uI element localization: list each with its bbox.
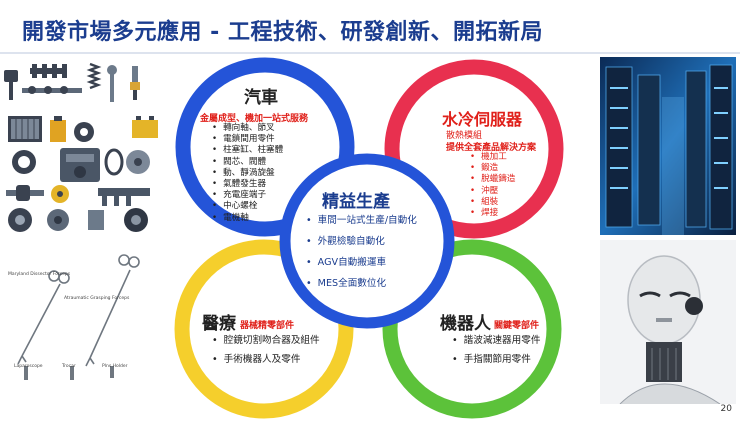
list-item: 鍛造 (470, 163, 515, 174)
list-item: 組裝 (470, 197, 515, 208)
list-item: 脫蠟鑄造 (470, 174, 515, 185)
robot-head-photo (600, 240, 736, 404)
list-item: 電鎖間用零件 (212, 134, 283, 145)
wheel-icon (8, 208, 32, 232)
fuel-can-icon (88, 210, 104, 230)
list-item: 腔鏡切割吻合器及組件 (212, 331, 320, 350)
surgical-instruments-illustration (17, 254, 140, 380)
page-number: 20 (720, 404, 732, 414)
instrument-label-4: Trocar (62, 364, 76, 369)
list-item: 焊接 (470, 208, 515, 219)
server-line2: 提供全套產品解決方案 (446, 143, 537, 153)
list-item: 手術機器人及零件 (212, 350, 320, 369)
wrench-icon (107, 65, 117, 102)
spring-icon (86, 62, 102, 90)
manifold-icon (98, 188, 150, 206)
bearing-icon (12, 150, 36, 174)
list-item: 外觀檢驗自動化 (306, 231, 417, 252)
trocar-icon (70, 366, 74, 380)
list-item: 機加工 (470, 152, 515, 163)
auto-items: 轉向軸、節叉 電鎖間用零件 柱塞缸、柱塞體 閥芯、閥體 動、靜渦旋盤 氣體發生器… (212, 123, 283, 224)
instrument-label-1: Maryland Dissector Forceps (8, 272, 71, 277)
robot-title: 機器人 (440, 314, 491, 334)
robot-subtitle: 關鍵零部件 (494, 321, 540, 331)
forceps-icon-2 (85, 254, 140, 367)
list-item: 氣體發生器 (212, 179, 283, 190)
list-item: 電機軸 (212, 213, 283, 224)
exhaust-icon (6, 185, 44, 201)
gear-icon (74, 122, 94, 142)
page-title: 開發市場多元應用 - 工程技術、研發創新、開拓新局 (22, 20, 543, 45)
radiator-icon (8, 116, 42, 142)
ring-auto (175, 57, 355, 237)
crankshaft-icon (30, 64, 67, 78)
tire-icon (124, 208, 148, 232)
server-line1: 散熱模組 (446, 131, 483, 141)
list-item: 充電座端子 (212, 190, 283, 201)
list-item: 諧波減速器用零件 (452, 331, 541, 350)
list-item: 沖壓 (470, 186, 515, 197)
auto-subtitle: 金屬成型、機加一站式服務 (200, 114, 309, 124)
lean-title: 精益生產 (322, 192, 390, 212)
engine-block-icon (60, 148, 100, 182)
medical-subtitle: 器械精零部件 (240, 321, 295, 331)
ring-server (384, 59, 564, 239)
list-item: 轉向軸、節叉 (212, 123, 283, 134)
list-item: 柱塞缸、柱塞體 (212, 145, 283, 156)
robot-items: 諧波減速器用零件 手指關節用零件 (452, 331, 541, 369)
server-title: 水冷伺服器 (442, 110, 523, 129)
laparoscope-icon (24, 366, 28, 380)
disc-brake-icon (126, 150, 150, 174)
oil-can-icon (50, 116, 66, 142)
clutch-icon (51, 185, 69, 203)
list-item: 閥芯、閥體 (212, 157, 283, 168)
medical-items: 腔鏡切割吻合器及組件 手術機器人及零件 (212, 331, 320, 369)
forceps-icon-1 (17, 270, 70, 365)
instrument-label-2: Atraumatic Grasping Forceps (64, 296, 130, 301)
list-item: MES全面數位化 (306, 273, 417, 294)
server-items: 機加工 鍛造 脫蠟鑄造 沖壓 組裝 焊接 (470, 152, 515, 219)
list-item: AGV自動搬運車 (306, 252, 417, 273)
ring-robot (382, 239, 562, 419)
list-item: 手指關節用零件 (452, 350, 540, 369)
camshaft-icon (22, 86, 82, 94)
piston-icon (4, 70, 18, 100)
belt-icon (104, 148, 124, 176)
pins-holder-icon (110, 366, 114, 378)
instrument-label-3: Laparoscope (14, 364, 43, 369)
list-item: 中心螺栓 (212, 201, 283, 212)
server-room-photo (600, 57, 736, 235)
list-item: 車間一站式生產/自動化 (306, 210, 417, 231)
lean-items: 車間一站式生產/自動化 外觀檢驗自動化 AGV自動搬運車 MES全面數位化 (306, 210, 417, 294)
medical-title: 醫療 (202, 314, 236, 334)
instrument-label-5: Plns Holder (102, 364, 128, 369)
battery-icon (132, 116, 158, 138)
ring-medical (174, 239, 354, 419)
list-item: 動、靜渦旋盤 (212, 168, 283, 179)
auto-title: 汽車 (244, 88, 278, 108)
title-divider (0, 52, 740, 54)
turbo-icon (47, 209, 69, 231)
spark-plug-icon (130, 66, 140, 100)
auto-parts-illustration (4, 62, 158, 232)
